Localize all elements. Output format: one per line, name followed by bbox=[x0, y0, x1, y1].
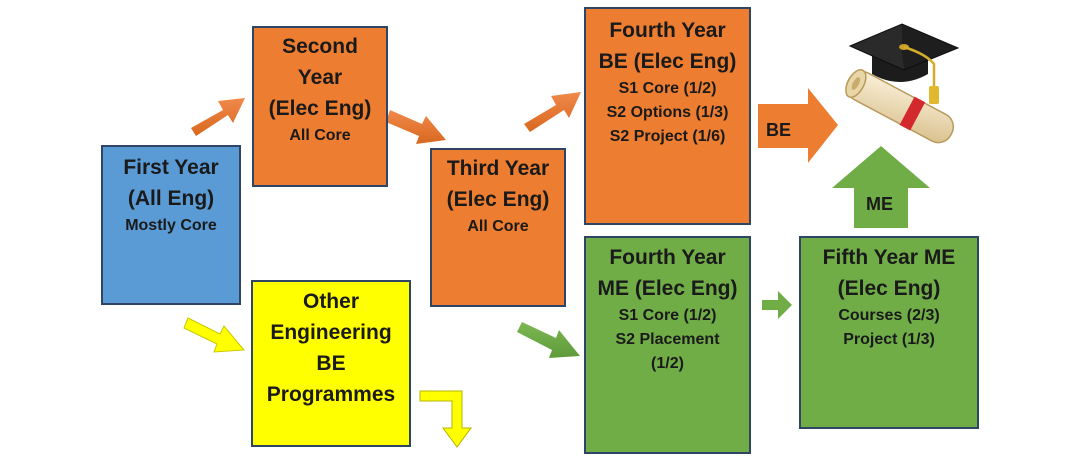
first-year-box: First Year (All Eng) Mostly Core bbox=[101, 145, 241, 305]
box-title-line: Programmes bbox=[266, 383, 396, 406]
box-title-line: (Elec Eng) bbox=[446, 188, 550, 211]
box-detail-line: S2 Placement bbox=[615, 331, 720, 348]
arrow-fourth-me-to-fifth-me bbox=[762, 291, 792, 319]
arrow-me-to-graduation bbox=[832, 146, 930, 228]
box-title-line: Fourth Year bbox=[609, 19, 726, 42]
be-arrow-label: BE bbox=[766, 120, 792, 140]
box-title-line: (Elec Eng) bbox=[837, 277, 941, 300]
box-detail-line: All Core bbox=[467, 218, 529, 235]
box-title-line: BE (Elec Eng) bbox=[598, 50, 737, 73]
box-detail-line: Courses (2/3) bbox=[838, 307, 940, 324]
arrow-other-out bbox=[419, 390, 472, 448]
box-title-line: First Year bbox=[123, 156, 219, 179]
arrow-second-to-third bbox=[386, 110, 446, 144]
box-title-line: Third Year bbox=[446, 157, 550, 180]
box-title-line: (Elec Eng) bbox=[268, 97, 372, 120]
third-year-box: Third Year (Elec Eng) All Core bbox=[430, 148, 566, 307]
fourth-year-be-box: Fourth Year BE (Elec Eng) S1 Core (1/2) S2 … bbox=[584, 7, 751, 225]
box-detail-line: Mostly Core bbox=[125, 217, 217, 234]
box-title-line: Second bbox=[282, 35, 358, 58]
box-detail-line: (1/2) bbox=[651, 355, 684, 372]
box-detail-line: All Core bbox=[289, 127, 351, 144]
box-detail-line: S2 Project (1/6) bbox=[609, 128, 726, 145]
me-arrow-label: ME bbox=[866, 194, 893, 214]
box-detail-line: S1 Core (1/2) bbox=[618, 80, 717, 97]
graduation-cap-diploma-icon bbox=[845, 23, 960, 144]
box-title-line: Engineering bbox=[270, 321, 392, 344]
box-detail-line: S2 Options (1/3) bbox=[606, 104, 729, 121]
box-title-line: Year bbox=[297, 66, 343, 89]
box-detail-line: Project (1/3) bbox=[843, 331, 935, 348]
arrow-third-to-fourth-me bbox=[517, 322, 580, 358]
arrow-first-to-other bbox=[183, 317, 246, 353]
box-detail-line: S1 Core (1/2) bbox=[618, 307, 717, 324]
box-title-line: BE bbox=[316, 352, 346, 375]
arrow-first-to-second bbox=[191, 98, 245, 136]
arrow-be-to-graduation bbox=[758, 88, 838, 163]
box-title-line: Other bbox=[302, 290, 359, 313]
box-title-line: Fifth Year ME bbox=[822, 246, 956, 269]
box-title-line: Fourth Year bbox=[609, 246, 726, 269]
arrow-third-to-fourth-be bbox=[524, 92, 581, 132]
box-title-line: ME (Elec Eng) bbox=[597, 277, 738, 300]
fifth-year-me-box: Fifth Year ME (Elec Eng) Courses (2/3) Proj… bbox=[799, 236, 979, 429]
fourth-year-me-box: Fourth Year ME (Elec Eng) S1 Core (1/2) S2 … bbox=[584, 236, 751, 454]
box-title-line: (All Eng) bbox=[127, 187, 215, 210]
